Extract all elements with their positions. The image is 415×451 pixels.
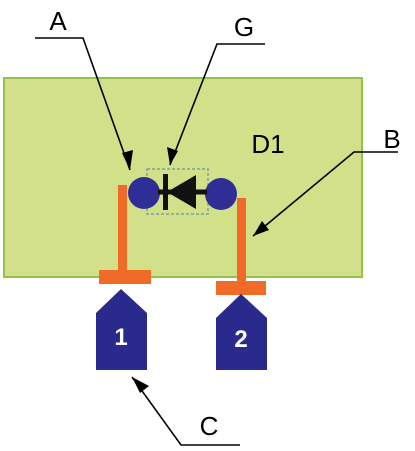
label-g: G xyxy=(234,12,254,42)
pcb-board xyxy=(3,77,363,278)
arrowhead-g xyxy=(167,147,178,165)
leader-lines xyxy=(35,37,398,446)
arrowhead-c xyxy=(132,377,149,393)
pin-2-label: 2 xyxy=(234,326,247,353)
arrowhead-a xyxy=(122,150,133,170)
pad-right xyxy=(205,178,237,210)
pad-left xyxy=(128,177,160,209)
pin-2: 2 xyxy=(216,294,267,370)
leader-c xyxy=(131,376,240,446)
trace-right xyxy=(216,198,266,295)
leader-arrowheads xyxy=(122,147,269,393)
leader-a xyxy=(35,37,131,171)
diode-outline xyxy=(146,168,209,215)
arrowhead-b xyxy=(253,221,269,236)
label-c: C xyxy=(200,411,219,441)
label-d1: D1 xyxy=(251,129,284,159)
leader-g xyxy=(169,43,265,166)
leader-b xyxy=(252,151,398,237)
trace-left xyxy=(99,185,151,284)
label-a: A xyxy=(49,6,67,36)
pin-1: 1 xyxy=(96,289,147,370)
pin-1-label: 1 xyxy=(114,324,127,351)
label-b: B xyxy=(383,124,400,154)
diode-symbol xyxy=(158,174,207,210)
